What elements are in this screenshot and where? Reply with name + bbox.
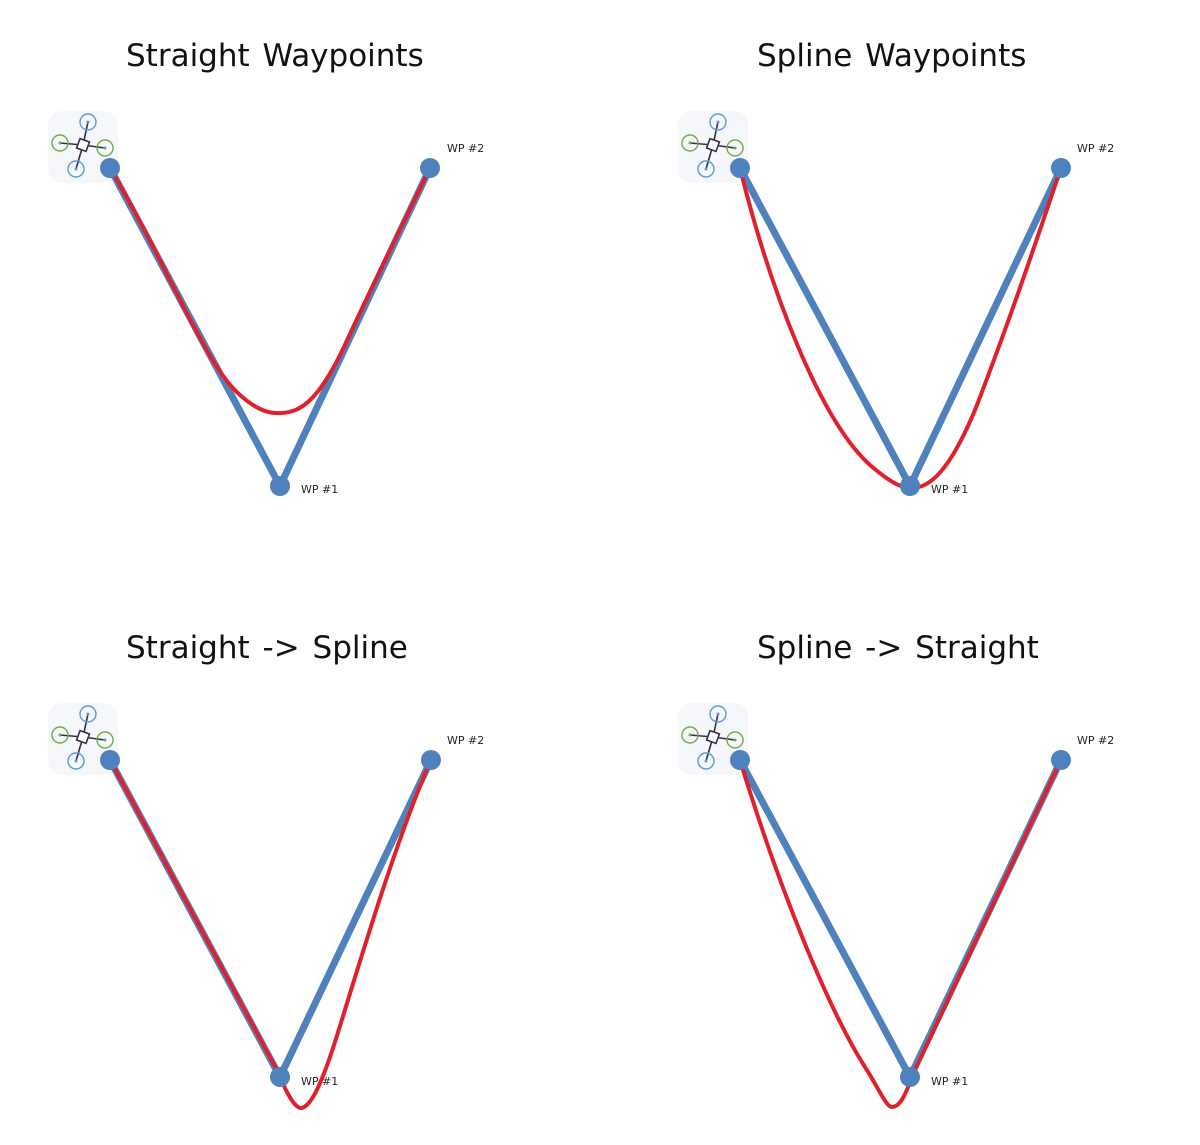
- propeller-top: [79, 705, 97, 723]
- waypoint-2-label: WP #2: [447, 142, 484, 155]
- waypoint-1: [270, 1067, 290, 1087]
- propeller-bottom: [697, 160, 715, 178]
- path-diagram: WP #1 WP #2: [48, 111, 484, 496]
- prop-hub: [688, 733, 692, 737]
- waypoint-2-label: WP #2: [1077, 734, 1114, 747]
- propeller-right: [726, 139, 744, 157]
- propeller-bottom: [67, 752, 85, 770]
- flown-path: [738, 759, 1063, 1110]
- propeller-right: [96, 731, 114, 749]
- propeller-bottom: [67, 160, 85, 178]
- prop-hub: [74, 167, 78, 171]
- propeller-top: [709, 113, 727, 131]
- waypoint-start: [100, 750, 120, 770]
- body: [705, 137, 721, 153]
- prop-hub: [86, 120, 90, 124]
- waypoint-1: [900, 1067, 920, 1087]
- body: [75, 137, 91, 153]
- path-diagram: WP #1 WP #2: [678, 111, 1114, 496]
- panel-spline-to-straight: Spline -> Straight WP #1 WP #2: [630, 572, 1200, 1144]
- propeller-top: [79, 113, 97, 131]
- propeller-bottom: [697, 752, 715, 770]
- waypoint-1: [270, 476, 290, 496]
- waypoint-2: [1051, 750, 1071, 770]
- path-diagram: WP #1 WP #2: [48, 703, 484, 1110]
- waypoint-1-label: WP #1: [301, 1075, 338, 1088]
- prop-hub: [103, 738, 107, 742]
- prop-hub: [74, 759, 78, 763]
- propeller-left: [51, 726, 69, 744]
- propeller-right: [96, 139, 114, 157]
- propeller-left: [51, 134, 69, 152]
- flown-path: [108, 166, 432, 416]
- panel-title: Spline Waypoints: [757, 38, 1027, 74]
- prop-hub: [704, 167, 708, 171]
- planned-path: [736, 758, 1065, 1085]
- prop-hub: [716, 120, 720, 124]
- body: [75, 729, 91, 745]
- panel-title: Straight -> Spline: [126, 630, 408, 666]
- path-diagram: WP #1 WP #2: [678, 703, 1114, 1110]
- waypoint-2: [1051, 158, 1071, 178]
- prop-hub: [688, 141, 692, 145]
- prop-hub: [733, 738, 737, 742]
- prop-hub: [733, 146, 737, 150]
- prop-hub: [103, 146, 107, 150]
- prop-hub: [86, 712, 90, 716]
- waypoint-1: [900, 476, 920, 496]
- waypoint-2-label: WP #2: [1077, 142, 1114, 155]
- waypoint-2: [420, 158, 440, 178]
- propeller-top: [709, 705, 727, 723]
- planned-path: [106, 758, 435, 1085]
- waypoint-start: [100, 158, 120, 178]
- body: [705, 729, 721, 745]
- waypoint-1-label: WP #1: [931, 483, 968, 496]
- waypoint-start: [730, 158, 750, 178]
- panel-straight-to-spline: Straight -> Spline WP #1 WP #2: [0, 572, 600, 1144]
- propeller-left: [681, 134, 699, 152]
- prop-hub: [704, 759, 708, 763]
- waypoint-2: [421, 750, 441, 770]
- waypoint-start: [730, 750, 750, 770]
- propeller-left: [681, 726, 699, 744]
- flown-path: [108, 759, 433, 1110]
- waypoint-1-label: WP #1: [931, 1075, 968, 1088]
- panel-straight-waypoints: Straight Waypoints WP #1 WP #2: [0, 0, 600, 572]
- flown-path: [738, 167, 1063, 491]
- panel-title: Spline -> Straight: [757, 630, 1039, 666]
- panel-spline-waypoints: Spline Waypoints WP #1 WP #2: [630, 0, 1200, 572]
- waypoint-2-label: WP #2: [447, 734, 484, 747]
- prop-hub: [716, 712, 720, 716]
- planned-path: [106, 166, 434, 494]
- prop-hub: [58, 141, 62, 145]
- prop-hub: [58, 733, 62, 737]
- waypoint-1-label: WP #1: [301, 483, 338, 496]
- propeller-right: [726, 731, 744, 749]
- panel-title: Straight Waypoints: [126, 38, 424, 74]
